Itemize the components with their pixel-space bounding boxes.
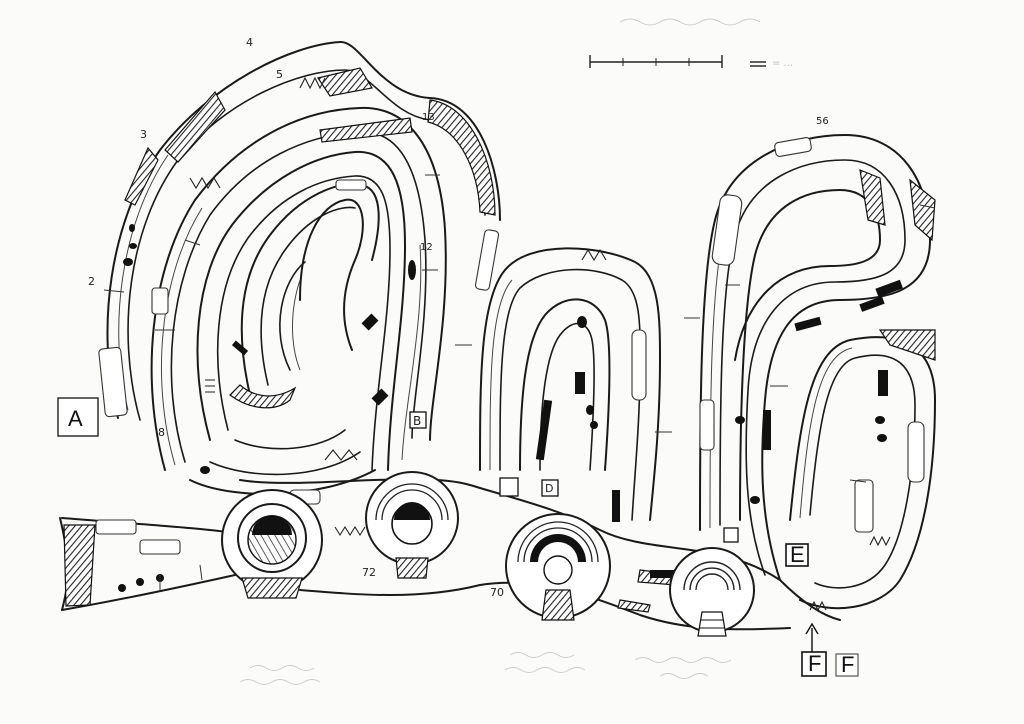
marker-e: E: [785, 542, 809, 567]
station-4: 4: [246, 36, 253, 49]
station-56: 56: [816, 116, 829, 127]
station-2: 2: [88, 275, 95, 288]
tick-marks: [103, 174, 936, 590]
station-5: 5: [276, 68, 283, 81]
entry-arrow: [805, 622, 819, 652]
scale-bar: = ...: [589, 55, 793, 69]
marker-e-label: E: [790, 542, 805, 567]
station-12: 12: [420, 242, 433, 253]
chamber-4: [669, 547, 755, 637]
lane-lines: [118, 154, 853, 529]
marker-f2-label: F: [841, 652, 854, 677]
faint-notes: [239, 18, 761, 685]
marker-f2: F: [835, 652, 859, 677]
station-70: 70: [490, 586, 504, 599]
station-numbers: 2 3 4 5 8 13 12 56 72 70: [88, 36, 829, 599]
hatched-blocks: [63, 67, 936, 613]
marker-b: B: [413, 414, 421, 428]
marker-d: D: [545, 482, 553, 495]
marker-a-label: A: [68, 406, 83, 431]
dark-marks: [118, 224, 903, 592]
panels: [95, 137, 925, 555]
chamber-2: [365, 471, 459, 579]
station-8: 8: [158, 426, 165, 439]
station-72: 72: [362, 566, 376, 579]
station-13: 13: [422, 112, 435, 123]
marker-f1: F: [801, 651, 827, 677]
marker-b-label: B: [413, 414, 421, 428]
small-boxes: [409, 411, 739, 543]
chamber-3: [505, 513, 611, 621]
chamber-1: [221, 489, 323, 599]
marker-f1-label: F: [808, 651, 821, 676]
marker-d-label: D: [545, 482, 553, 495]
station-3: 3: [140, 128, 147, 141]
marker-a: A: [57, 397, 99, 437]
scale-label: = ...: [772, 58, 793, 69]
